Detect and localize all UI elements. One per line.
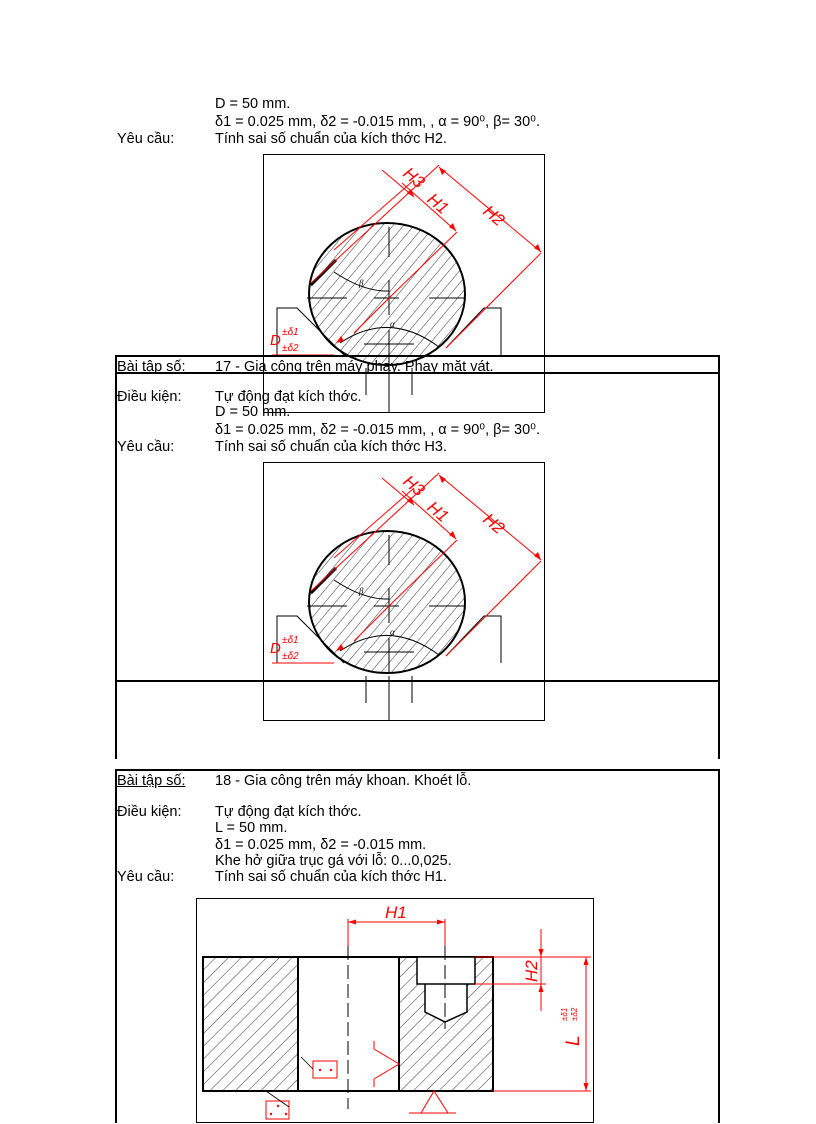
condition-line: L = 50 mm. [215,820,288,836]
border [115,355,117,759]
round-workpiece [308,530,466,674]
center-marks [276,535,502,721]
requirement-label: Yêu cầu: [117,131,175,147]
divider [116,355,719,357]
border [718,769,720,1123]
dimension-h1: H1 [423,190,452,219]
exercise-label: Bài tập số: [117,359,186,375]
condition-line: δ1 = 0.025 mm, δ2 = -0.015 mm, , α = 90⁰… [215,114,540,130]
workpiece-left-section [202,956,299,1092]
divider [116,372,719,374]
exercise-label: Bài tập số: [117,773,186,789]
milling-svg: H2 H1 H3 D ±δ1 ±δ2 β α [270,164,542,413]
tolerance-upper: ±δ1 [282,327,299,338]
requirement-text: Tính sai số chuẩn của kích thớc H2. [215,131,447,147]
border [718,355,720,759]
divider [116,769,719,771]
conditions-label: Điều kiện: [117,804,182,820]
requirement-text: Tính sai số chuẩn của kích thớc H3. [215,439,447,455]
requirement-text: Tính sai số chuẩn của kích thớc H1. [215,869,447,885]
dimension-h2: H2 [479,510,508,539]
milling-drawing: H2 H1 H3 D ±δ1 ±δ2 β α [263,154,545,413]
diameter-label: D [270,640,281,657]
condition-line: δ1 = 0.025 mm, δ2 = -0.015 mm. [215,837,427,853]
tolerance-upper: ±δ1 [560,1008,569,1021]
dimension-h2: H2 [479,202,508,231]
milling-svg: H2 H1 H3 D ±δ1 ±δ2 β α [270,472,542,721]
dimension-h2: H2 [522,960,541,982]
angle-beta: β [358,278,364,288]
requirement-label: Yêu cầu: [117,869,175,885]
drilling-svg: H1 H2 L ±δ1 ±δ2 [202,903,591,1120]
divider [116,680,719,682]
tolerance-lower: ±δ2 [570,1007,579,1021]
dimension-lines [272,472,542,664]
angle-alpha: α [390,627,395,637]
round-workpiece [308,222,466,366]
dimension-h1: H1 [423,498,452,527]
dimensions [265,919,591,1120]
condition-line: Khe hở giữa trục gá với lỗ: 0...0,025. [215,853,452,869]
tolerance-lower: ±δ2 [282,343,299,354]
tolerance-upper: ±δ1 [282,635,299,646]
conditions-label: Điều kiện: [117,389,182,405]
milling-drawing: H2 H1 H3 D ±δ1 ±δ2 β α [263,462,545,721]
workpiece-right-section [398,956,494,1092]
requirement-label: Yêu cầu: [117,439,175,455]
condition-text: Tự động đạt kích thớc. [215,389,362,405]
angle-beta: β [358,586,364,596]
dimension-h1: H1 [385,903,407,922]
condition-line: D = 50 mm. [215,96,291,112]
dimension-l: L [563,1035,584,1046]
condition-line: D = 50 mm. [215,404,291,420]
angle-alpha: α [390,319,395,329]
exercise-title: 18 - Gia công trên máy khoan. Khoét lỗ. [215,773,472,789]
condition-text: Tự động đạt kích thớc. [215,804,362,820]
center-marks [276,227,502,413]
exercise-title: 17 - Gia công trên máy phay. Phay mặt vá… [215,359,494,375]
diameter-label: D [270,332,281,349]
counterbore-hole [416,956,476,1023]
condition-line: δ1 = 0.025 mm, δ2 = -0.015 mm, , α = 90⁰… [215,422,540,438]
drilling-drawing: H1 H2 L ±δ1 ±δ2 [196,898,594,1123]
tolerance-lower: ±δ2 [282,651,299,662]
border [115,769,117,1123]
